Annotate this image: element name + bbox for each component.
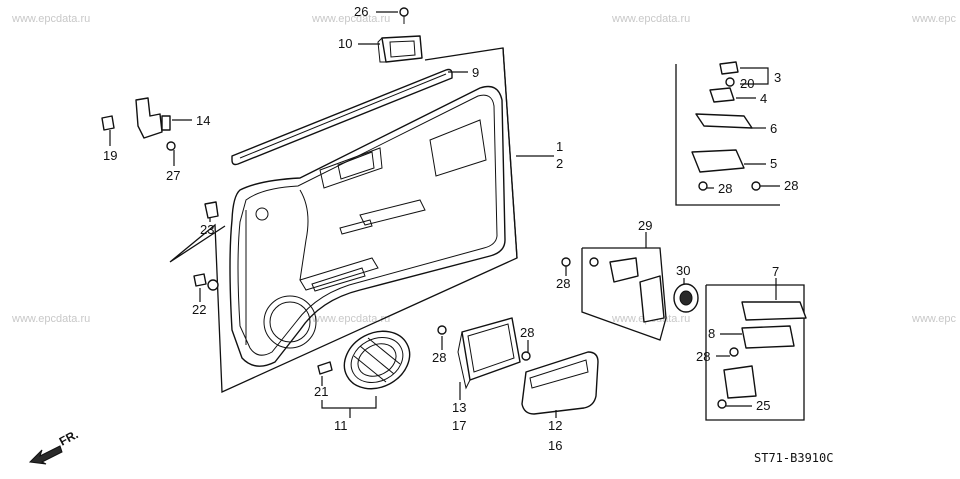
watermark: www.epcdata.ru (11, 13, 90, 25)
callout-22: 22 (192, 302, 206, 317)
callout-29: 29 (638, 218, 652, 233)
bracket-part (135, 97, 171, 139)
door-panel-frame (169, 47, 518, 393)
callout-17: 17 (452, 418, 466, 433)
callout-26: 26 (354, 4, 368, 19)
screw-part (166, 141, 176, 151)
callout-13: 13 (452, 400, 466, 415)
watermark: www.epcdata.ru (311, 313, 390, 325)
door-lining (229, 85, 506, 367)
front-direction-label: FR. (57, 427, 81, 448)
screw-part (399, 7, 409, 24)
callout-28: 28 (696, 349, 710, 364)
clip-part (204, 201, 219, 219)
clip-part (561, 257, 571, 267)
callout-14: 14 (196, 113, 210, 128)
callout-20: 20 (740, 76, 754, 91)
callout-6: 6 (770, 121, 777, 136)
callout-21: 21 (314, 384, 328, 399)
diagram-code: ST71-B3910C (754, 451, 833, 465)
callout-2: 2 (556, 156, 563, 171)
watermark: www.epc (911, 13, 957, 25)
weatherstrip-part (231, 68, 453, 166)
clip-part (317, 361, 333, 375)
callout-1: 1 (556, 139, 563, 154)
callout-9: 9 (472, 65, 479, 80)
callout-3: 3 (774, 70, 781, 85)
callout-25: 25 (756, 398, 770, 413)
callout-4: 4 (760, 91, 767, 106)
callout-5: 5 (770, 156, 777, 171)
watermark: www.epcdata.ru (311, 13, 390, 25)
front-direction-arrow-icon: FR. (28, 427, 81, 465)
clip-part (193, 273, 219, 291)
callout-7: 7 (772, 264, 779, 279)
pocket-cap-part (377, 35, 423, 63)
callout-10: 10 (338, 36, 352, 51)
callout-28: 28 (784, 178, 798, 193)
callout-27: 27 (166, 168, 180, 183)
callout-30: 30 (676, 263, 690, 278)
callout-11: 11 (334, 418, 348, 433)
callout-12: 12 (548, 418, 562, 433)
callout-28: 28 (556, 276, 570, 291)
watermark: www.epcdata.ru (611, 13, 690, 25)
callout-16: 16 (548, 438, 562, 453)
watermark: www.epc (911, 313, 957, 325)
clip-part (437, 325, 531, 361)
door-pocket-part (521, 351, 599, 415)
callout-28: 28 (432, 350, 446, 365)
callout-28: 28 (718, 181, 732, 196)
tweeter-part (673, 283, 699, 313)
speaker-bracket-part (457, 317, 521, 390)
clip-part (101, 115, 115, 131)
watermark: www.epcdata.ru (11, 313, 90, 325)
speaker-grille-part (343, 330, 411, 390)
callout-19: 19 (103, 148, 117, 163)
leader-lines (109, 11, 780, 418)
switch-parts (691, 61, 761, 191)
switch-group-frame (675, 64, 780, 206)
callout-23: 23 (200, 222, 214, 237)
callout-28: 28 (520, 325, 534, 340)
window-switch-frame (705, 284, 807, 421)
bracket-assembly (581, 247, 667, 341)
callout-8: 8 (708, 326, 715, 341)
